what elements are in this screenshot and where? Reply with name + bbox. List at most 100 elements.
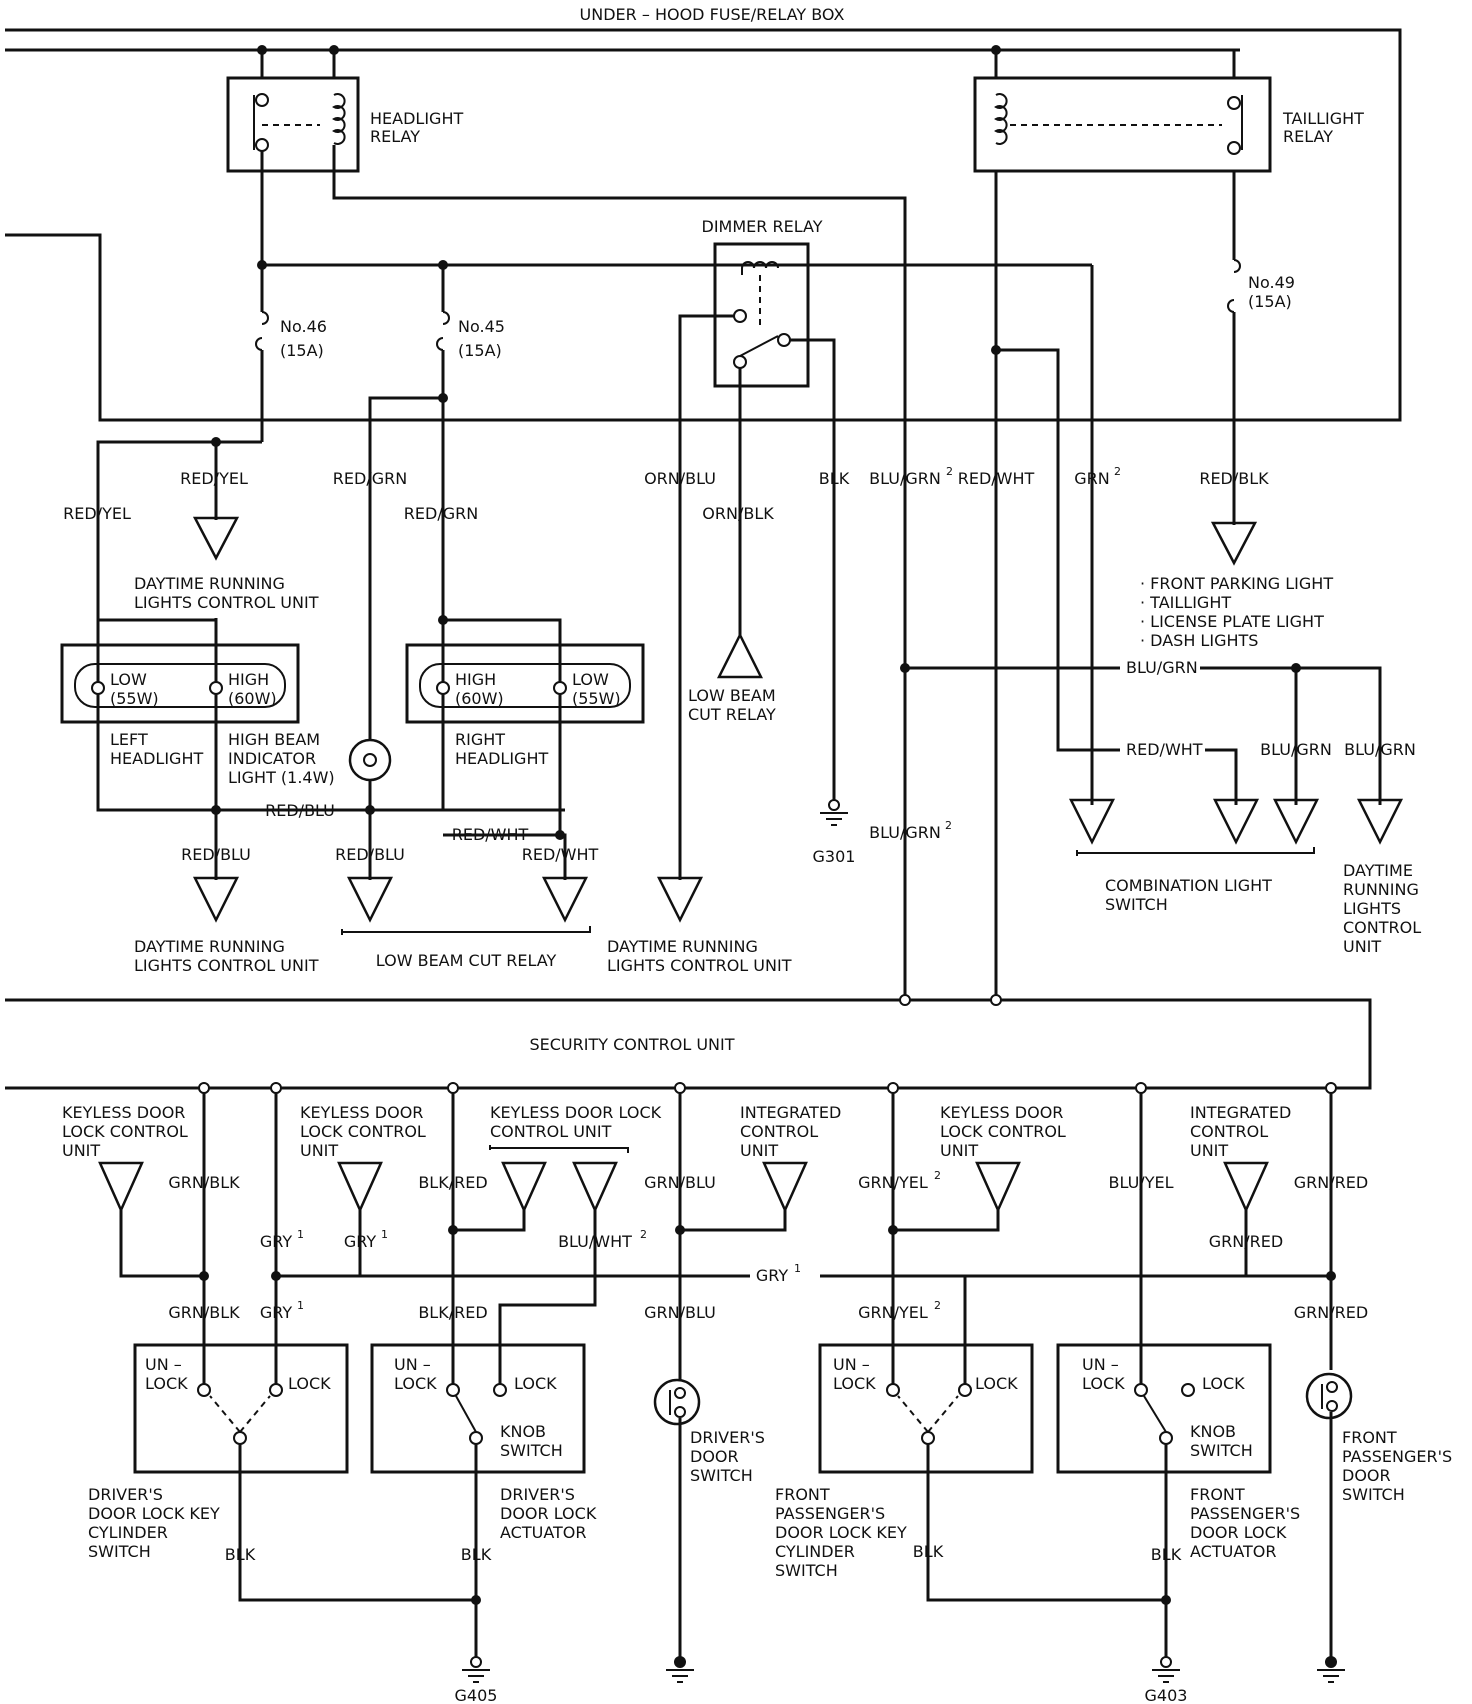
right-low-1: LOW xyxy=(572,670,609,689)
sw-gry-2-sup: 1 xyxy=(381,1228,388,1241)
indicator-label-3: LIGHT (1.4W) xyxy=(228,768,335,787)
wire-red-wht-4: RED/WHT xyxy=(1126,740,1203,759)
g405-label: G405 xyxy=(455,1686,498,1704)
fp-act-name-4: ACTUATOR xyxy=(1190,1542,1277,1561)
sw-blu-wht: BLU/WHT xyxy=(558,1232,632,1251)
wire-blk: BLK xyxy=(819,469,850,488)
drv-cyl-lock-un: LOCK xyxy=(145,1374,188,1393)
fp-act-un: UN – xyxy=(1082,1355,1119,1374)
fp-cyl-lock-un: LOCK xyxy=(833,1374,876,1393)
drl-unit-left-2: LIGHTS CONTROL UNIT xyxy=(134,956,319,975)
sw-grn-blu-1: GRN/BLU xyxy=(644,1173,716,1192)
front-passenger-door-switch: FRONT PASSENGER'S DOOR SWITCH xyxy=(1305,1372,1452,1660)
indicator-label-2: INDICATOR xyxy=(228,749,316,768)
fp-door-name-3: DOOR xyxy=(1342,1466,1391,1485)
integrated-2-c: UNIT xyxy=(1190,1141,1228,1160)
low-beam-cut-relay-1: LOW BEAM xyxy=(688,686,776,705)
drl-stacked-5: UNIT xyxy=(1343,937,1381,956)
sw-grn-red-3: GRN/RED xyxy=(1294,1303,1368,1322)
right-headlight: HIGH (60W) LOW (55W) RIGHT HEADLIGHT xyxy=(405,615,645,880)
fp-act-knob-1: KNOB xyxy=(1190,1422,1236,1441)
integrated-1-a: INTEGRATED xyxy=(740,1103,841,1122)
wire-blu-grn-2-sup: 2 xyxy=(945,819,952,832)
fp-act-blk: BLK xyxy=(1151,1545,1182,1564)
wire-blu-grn-2: BLU/GRN xyxy=(869,823,941,842)
sw-blu-yel: BLU/YEL xyxy=(1109,1173,1174,1192)
drv-cyl-blk: BLK xyxy=(225,1545,256,1564)
drv-door-name-1: DRIVER'S xyxy=(690,1428,765,1447)
fp-door-name-4: SWITCH xyxy=(1342,1485,1405,1504)
fp-cyl-blk: BLK xyxy=(913,1542,944,1561)
fp-act-lock: LOCK xyxy=(1202,1374,1245,1393)
wire-red-blu-2: RED/BLU xyxy=(181,845,251,864)
security-wiring xyxy=(119,1093,1336,1390)
sw-gry-2: GRY xyxy=(344,1232,376,1251)
sw-blk-red-2: BLK/RED xyxy=(418,1303,487,1322)
dimmer-relay-label: DIMMER RELAY xyxy=(702,217,823,236)
fp-cyl-name-3: DOOR LOCK KEY xyxy=(775,1523,907,1542)
sw-grn-blu-2: GRN/BLU xyxy=(644,1303,716,1322)
wire-blu-grn-1-sup: 2 xyxy=(946,465,953,478)
upper-wire-labels: RED/YEL RED/YEL RED/GRN RED/GRN ORN/BLU … xyxy=(63,465,1269,523)
taillight-relay-wiring: No.49 (15A) xyxy=(991,171,1295,1000)
left-headlight-name-2: HEADLIGHT xyxy=(110,749,203,768)
fp-door-name-1: FRONT xyxy=(1342,1428,1397,1447)
sw-blk-red-1: BLK/RED xyxy=(418,1173,487,1192)
drl-stacked-1: DAYTIME xyxy=(1343,861,1413,880)
drl-unit-top-label-2: LIGHTS CONTROL UNIT xyxy=(134,593,319,612)
wire-red-blu-1: RED/BLU xyxy=(265,801,335,820)
keyless-1-b: LOCK CONTROL xyxy=(62,1122,188,1141)
g403-label: G403 xyxy=(1145,1686,1188,1704)
fp-door-name-2: PASSENGER'S xyxy=(1342,1447,1452,1466)
headlight-relay-wiring: No.46 (15A) No.45 (15A) xyxy=(255,171,1094,1000)
taillight-relay-label-1: TAILLIGHT xyxy=(1282,109,1364,128)
driver-door-switch: DRIVER'S DOOR SWITCH xyxy=(653,1378,765,1660)
wire-blu-grn-5: BLU/GRN xyxy=(1344,740,1416,759)
under-hood-fuse-relay-box: UNDER – HOOD FUSE/RELAY BOX xyxy=(5,5,1402,422)
bottom-grounds: G405 G403 xyxy=(455,1656,1345,1704)
fuse-46-rating: (15A) xyxy=(280,341,324,360)
security-unit-title: SECURITY CONTROL UNIT xyxy=(529,1035,734,1054)
drv-act-name-3: ACTUATOR xyxy=(500,1523,587,1542)
right-low-2: (55W) xyxy=(572,689,621,708)
sw-blu-wht-sup: 2 xyxy=(640,1228,647,1241)
drl-unit-left-1: DAYTIME RUNNING xyxy=(134,937,285,956)
drl-stacked-4: CONTROL xyxy=(1343,918,1421,937)
drv-act-knob-2: SWITCH xyxy=(500,1441,563,1460)
keyless-2-b: LOCK CONTROL xyxy=(300,1122,426,1141)
sw-grn-yel-2-sup: 2 xyxy=(934,1299,941,1312)
taillight-destinations: · FRONT PARKING LIGHT · TAILLIGHT · LICE… xyxy=(1140,521,1333,650)
integrated-1-b: CONTROL xyxy=(740,1122,818,1141)
combination-switch-wiring: BLU/GRN RED/WHT BLU/GRN BLU/GRN COMBINAT… xyxy=(900,658,1421,956)
integrated-2-b: CONTROL xyxy=(1190,1122,1268,1141)
fuse-45-rating: (15A) xyxy=(458,341,502,360)
left-high-2: (60W) xyxy=(228,689,277,708)
fp-cyl-lock: LOCK xyxy=(975,1374,1018,1393)
sw-grn-red-2: GRN/RED xyxy=(1209,1232,1283,1251)
drv-act-blk: BLK xyxy=(461,1545,492,1564)
wire-orn-blk: ORN/BLK xyxy=(702,504,774,523)
wire-blu-grn-4: BLU/GRN xyxy=(1260,740,1332,759)
keyless-3-b: CONTROL UNIT xyxy=(490,1122,612,1141)
parking-list-3: · LICENSE PLATE LIGHT xyxy=(1140,612,1324,631)
security-control-unit: SECURITY CONTROL UNIT xyxy=(5,994,1372,1094)
wire-red-blk: RED/BLK xyxy=(1199,469,1269,488)
fp-cyl-name-2: PASSENGER'S xyxy=(775,1504,885,1523)
fp-act-name-2: PASSENGER'S xyxy=(1190,1504,1300,1523)
sw-grn-blk-1: GRN/BLK xyxy=(168,1173,240,1192)
ground-g301: G301 BLU/GRN 2 xyxy=(813,799,952,866)
taillight-relay: TAILLIGHT RELAY xyxy=(973,76,1364,173)
keyless-1-a: KEYLESS DOOR xyxy=(62,1103,185,1122)
parking-list-4: · DASH LIGHTS xyxy=(1140,631,1258,650)
fp-cyl-name-4: CYLINDER xyxy=(775,1542,855,1561)
sw-gry-1-sup: 1 xyxy=(297,1228,304,1241)
fuse-box-title: UNDER – HOOD FUSE/RELAY BOX xyxy=(580,5,845,24)
headlight-relay-label-1: HEADLIGHT xyxy=(370,109,463,128)
sw-grn-yel-2: GRN/YEL xyxy=(858,1303,928,1322)
wire-red-blu-3: RED/BLU xyxy=(335,845,405,864)
parking-list-1: · FRONT PARKING LIGHT xyxy=(1140,574,1333,593)
keyless-4-c: UNIT xyxy=(940,1141,978,1160)
right-headlight-name-2: HEADLIGHT xyxy=(455,749,548,768)
drl-stacked-3: LIGHTS xyxy=(1343,899,1401,918)
